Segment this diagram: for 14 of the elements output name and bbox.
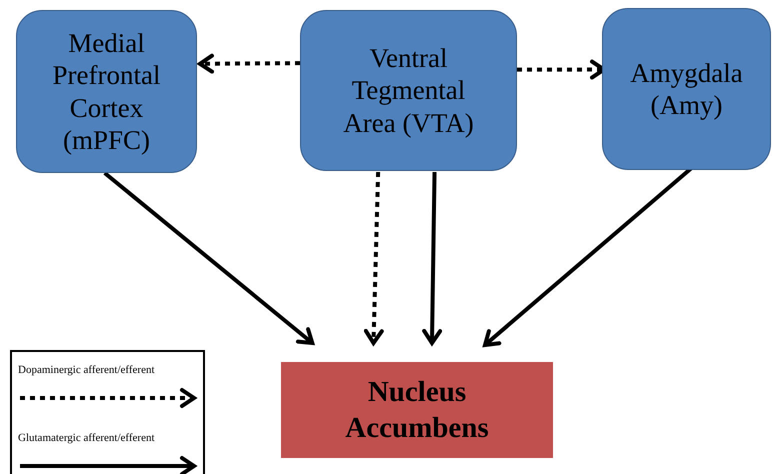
region-box: [16, 10, 197, 173]
arrow: [422, 172, 442, 345]
target-box: [281, 362, 553, 458]
region-box: [300, 10, 517, 171]
legend-label: Dopaminergic afferent/efferent: [18, 364, 155, 376]
node-label: Amygdala (Amy): [629, 56, 744, 122]
arrow: [198, 54, 300, 74]
arrow: [364, 172, 384, 345]
arrow: [103, 171, 314, 345]
node-label: Ventral Tegmental Area (VTA): [342, 42, 475, 140]
node-label: Nucleus Accumbens: [344, 374, 490, 446]
node-label: Medial Prefrontal Cortex (mPFC): [52, 26, 162, 156]
legend-label: Glutamatergic afferent/efferent: [18, 432, 155, 444]
region-box: [602, 8, 771, 170]
